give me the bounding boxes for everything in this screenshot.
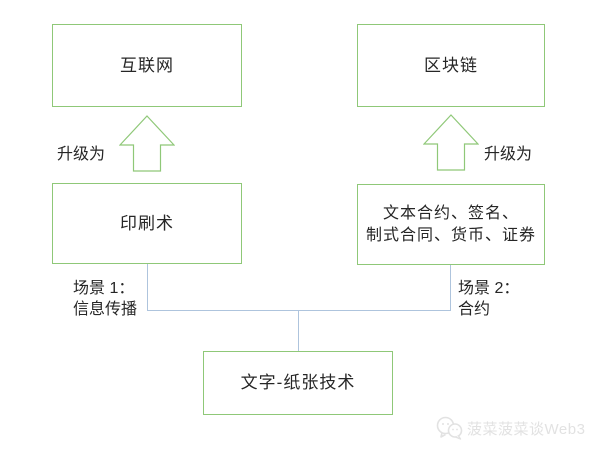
node-contracts: 文本合约、签名、 制式合同、货币、证券 xyxy=(357,184,545,265)
block-arrow-up-icon xyxy=(119,115,175,172)
scene1-label-line1: 场景 1： xyxy=(73,280,135,297)
scene2-label: 场景 2： 合约 xyxy=(458,278,519,320)
chat-bubbles-icon xyxy=(436,416,463,440)
node-paper-label: 文字-纸张技术 xyxy=(240,373,356,392)
node-printing: 印刷术 xyxy=(52,183,242,264)
upgrade-label-right: 升级为 xyxy=(484,146,533,163)
connector-line-left-vertical xyxy=(147,264,148,310)
node-paper: 文字-纸张技术 xyxy=(203,351,393,415)
upgrade-label-left: 升级为 xyxy=(57,146,106,163)
node-printing-label: 印刷术 xyxy=(120,213,174,233)
connector-line-center-vertical xyxy=(298,311,299,351)
node-contracts-label-line2: 制式合同、货币、证券 xyxy=(365,226,536,244)
node-internet: 互联网 xyxy=(52,24,242,107)
block-arrow-up-icon xyxy=(423,114,479,171)
connector-line-horizontal xyxy=(147,310,451,311)
connector-line-right-vertical xyxy=(450,265,451,310)
watermark-text: 菠菜菠菜谈Web3 xyxy=(467,420,586,438)
node-blockchain-label: 区块链 xyxy=(424,55,478,75)
node-blockchain: 区块链 xyxy=(357,24,545,107)
scene2-label-line1: 场景 2： xyxy=(458,280,520,297)
scene1-label: 场景 1： 信息传播 xyxy=(73,278,137,320)
watermark: 菠菜菠菜谈Web3 xyxy=(436,416,585,440)
scene2-label-line2: 合约 xyxy=(458,301,491,318)
node-contracts-label-line1: 文本合约、签名、 xyxy=(382,204,519,222)
node-internet-label: 互联网 xyxy=(120,55,174,75)
scene1-label-line2: 信息传播 xyxy=(73,301,138,318)
